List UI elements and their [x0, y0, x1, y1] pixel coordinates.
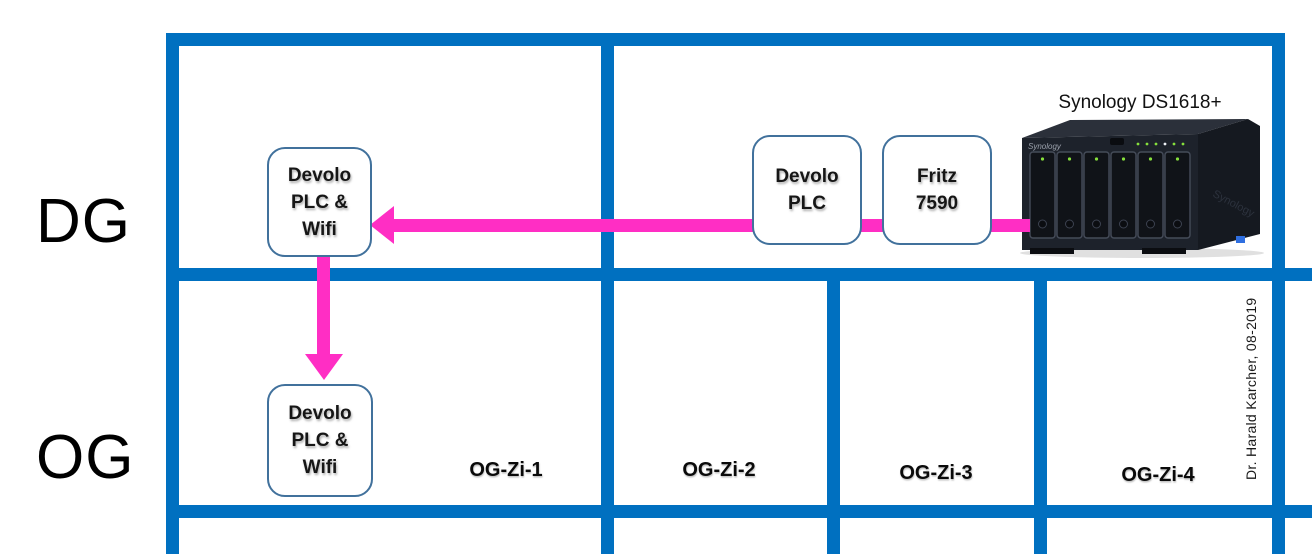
device-box-og-devolo-plc-wifi: Devolo PLC & Wifi — [267, 384, 373, 497]
device-label-line: Wifi — [302, 457, 338, 478]
device-label-line: Fritz — [916, 166, 958, 187]
synology-nas-image: Synology Synology — [1020, 119, 1264, 258]
wall-og-divider-3 — [1034, 281, 1047, 505]
device-label-line: Devolo — [288, 403, 352, 424]
wall-og-divider-2 — [827, 281, 840, 505]
nas-drive-bays — [1029, 151, 1191, 239]
floor-label-og: OG — [36, 423, 135, 492]
device-label-line: Devolo — [775, 166, 839, 187]
arrowhead-to-og-wifi — [305, 354, 343, 380]
wall-eg-divider-3 — [1034, 518, 1047, 554]
room-label-og-zi-4: OG-Zi-4 — [1121, 464, 1195, 486]
wall-dg-room-divider — [601, 46, 614, 268]
ethernet-line-plc-fritz — [860, 219, 884, 232]
room-label-og-zi-2: OG-Zi-2 — [682, 459, 756, 481]
wall-right — [1272, 33, 1285, 554]
device-label-line: PLC & — [291, 430, 349, 451]
wall-eg-divider-1 — [601, 518, 614, 554]
device-label-line: PLC — [788, 193, 826, 214]
device-label-line: Devolo — [287, 164, 352, 186]
floor-label-dg: DG — [36, 187, 131, 256]
nas-front-logo: Synology — [1028, 142, 1062, 151]
ethernet-line-fritz-nas — [990, 219, 1030, 232]
wall-floor-divider-dg-og — [166, 268, 1312, 281]
wall-roof-band — [166, 33, 1285, 46]
room-label-og-zi-1: OG-Zi-1 — [469, 459, 543, 481]
device-box-fritz-7590: Fritz 7590 — [882, 135, 992, 245]
device-label-line: Wifi — [302, 218, 337, 240]
device-box-devolo-plc: Devolo PLC — [752, 135, 862, 245]
wall-eg-divider-2 — [827, 518, 840, 554]
ethernet-line-main — [392, 219, 756, 232]
author-credit: Dr. Harald Karcher, 08-2019 — [1243, 297, 1259, 481]
wall-og-divider-1 — [601, 281, 614, 505]
device-label-line: 7590 — [915, 193, 959, 214]
wall-floor-divider-og-eg — [166, 505, 1312, 518]
device-box-dg-devolo-plc-wifi: Devolo PLC & Wifi — [267, 147, 372, 257]
device-label-line: PLC & — [291, 191, 348, 213]
nas-title: Synology DS1618+ — [1058, 92, 1222, 113]
nas-usb-port — [1236, 236, 1245, 243]
wall-left — [166, 33, 179, 554]
ethernet-line-dg-og — [317, 256, 330, 356]
arrowhead-to-dg-wifi — [370, 206, 394, 244]
room-label-og-zi-3: OG-Zi-3 — [899, 462, 973, 484]
